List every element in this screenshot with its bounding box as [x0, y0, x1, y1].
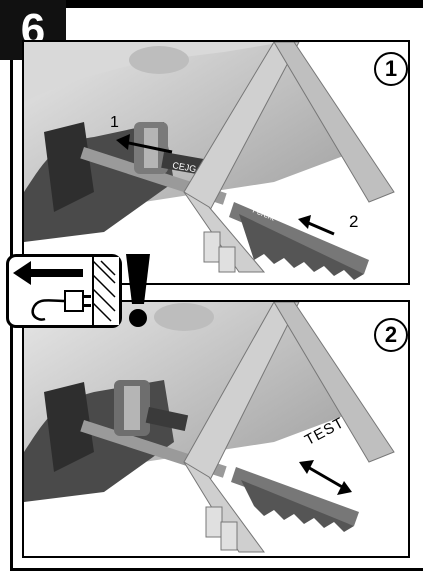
- callout-2: 2: [349, 212, 359, 231]
- illustration-panel-2: TEST 2: [22, 300, 410, 558]
- top-border: [0, 0, 423, 8]
- illustration-panel-1: CEJG Ferent 1 2 1: [22, 40, 410, 285]
- exclamation-icon: [126, 254, 150, 327]
- panel-1-badge: 1: [374, 52, 408, 86]
- unplug-symbol: [6, 254, 122, 328]
- jigsaw-illustration-1: CEJG Ferent: [24, 42, 395, 280]
- unplug-arrow-icon: [13, 257, 119, 325]
- callout-1: 1: [110, 114, 119, 131]
- warning-mark: [120, 252, 156, 332]
- bottom-border: [10, 568, 423, 571]
- panel-2-badge: 2: [374, 318, 408, 352]
- svg-text:CEJG: CEJG: [172, 160, 197, 174]
- jigsaw-illustration-2: [24, 302, 395, 553]
